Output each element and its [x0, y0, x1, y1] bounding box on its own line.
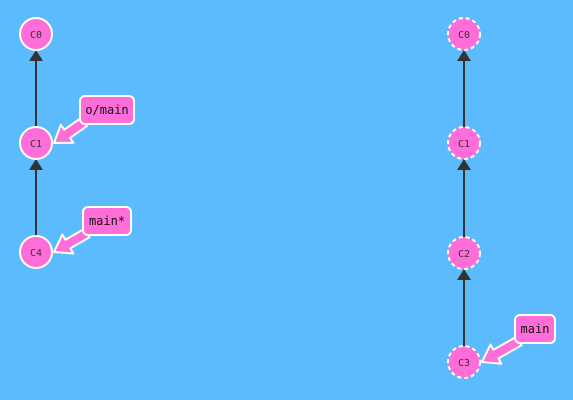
edge-arrowhead — [457, 159, 471, 170]
commit-label: C0 — [30, 30, 42, 41]
commit-node-c0[interactable]: C0 — [19, 17, 53, 51]
edge-arrowhead — [457, 50, 471, 61]
commit-node-c1[interactable]: C1 — [447, 126, 481, 160]
branch-pointer-arrow — [53, 227, 91, 255]
commit-circle[interactable] — [447, 345, 481, 379]
commit-edge — [29, 159, 43, 236]
commit-label: C1 — [458, 139, 470, 150]
commit-edge — [457, 50, 471, 127]
commit-label: C2 — [458, 249, 470, 260]
branch-pointer-arrow — [481, 335, 523, 365]
commit-node-c1[interactable]: C1 — [19, 126, 53, 160]
commit-label: C4 — [30, 248, 42, 259]
commit-circle[interactable] — [19, 17, 53, 51]
commit-node-c2[interactable]: C2 — [447, 236, 481, 270]
branch-label-box[interactable] — [514, 314, 556, 344]
commit-label: C3 — [458, 358, 470, 369]
commit-node-c3[interactable]: C3 — [447, 345, 481, 379]
edge-arrowhead — [29, 50, 43, 61]
branch-pointer-arrow — [53, 116, 88, 144]
commit-label: C0 — [458, 30, 470, 41]
commit-circle[interactable] — [19, 235, 53, 269]
branch-label-box[interactable] — [82, 206, 132, 236]
edge-arrowhead — [29, 159, 43, 170]
commit-edge — [457, 269, 471, 346]
branch-label-text: o/main — [85, 103, 128, 117]
branch-label-text: main — [521, 322, 550, 336]
commit-label: C1 — [30, 139, 42, 150]
commit-node-c0[interactable]: C0 — [447, 17, 481, 51]
branch-label-o-main[interactable]: o/main — [53, 95, 135, 144]
commit-edge — [29, 50, 43, 127]
commit-circle[interactable] — [447, 17, 481, 51]
branch-label-main[interactable]: main* — [53, 206, 132, 255]
branch-label-box[interactable] — [79, 95, 135, 125]
commit-circle[interactable] — [19, 126, 53, 160]
commit-circle[interactable] — [447, 236, 481, 270]
edge-arrowhead — [457, 269, 471, 280]
commit-node-c4[interactable]: C4 — [19, 235, 53, 269]
commit-circle[interactable] — [447, 126, 481, 160]
commit-edge — [457, 159, 471, 237]
branch-label-text: main* — [89, 214, 125, 228]
branch-label-main[interactable]: main — [481, 314, 556, 365]
